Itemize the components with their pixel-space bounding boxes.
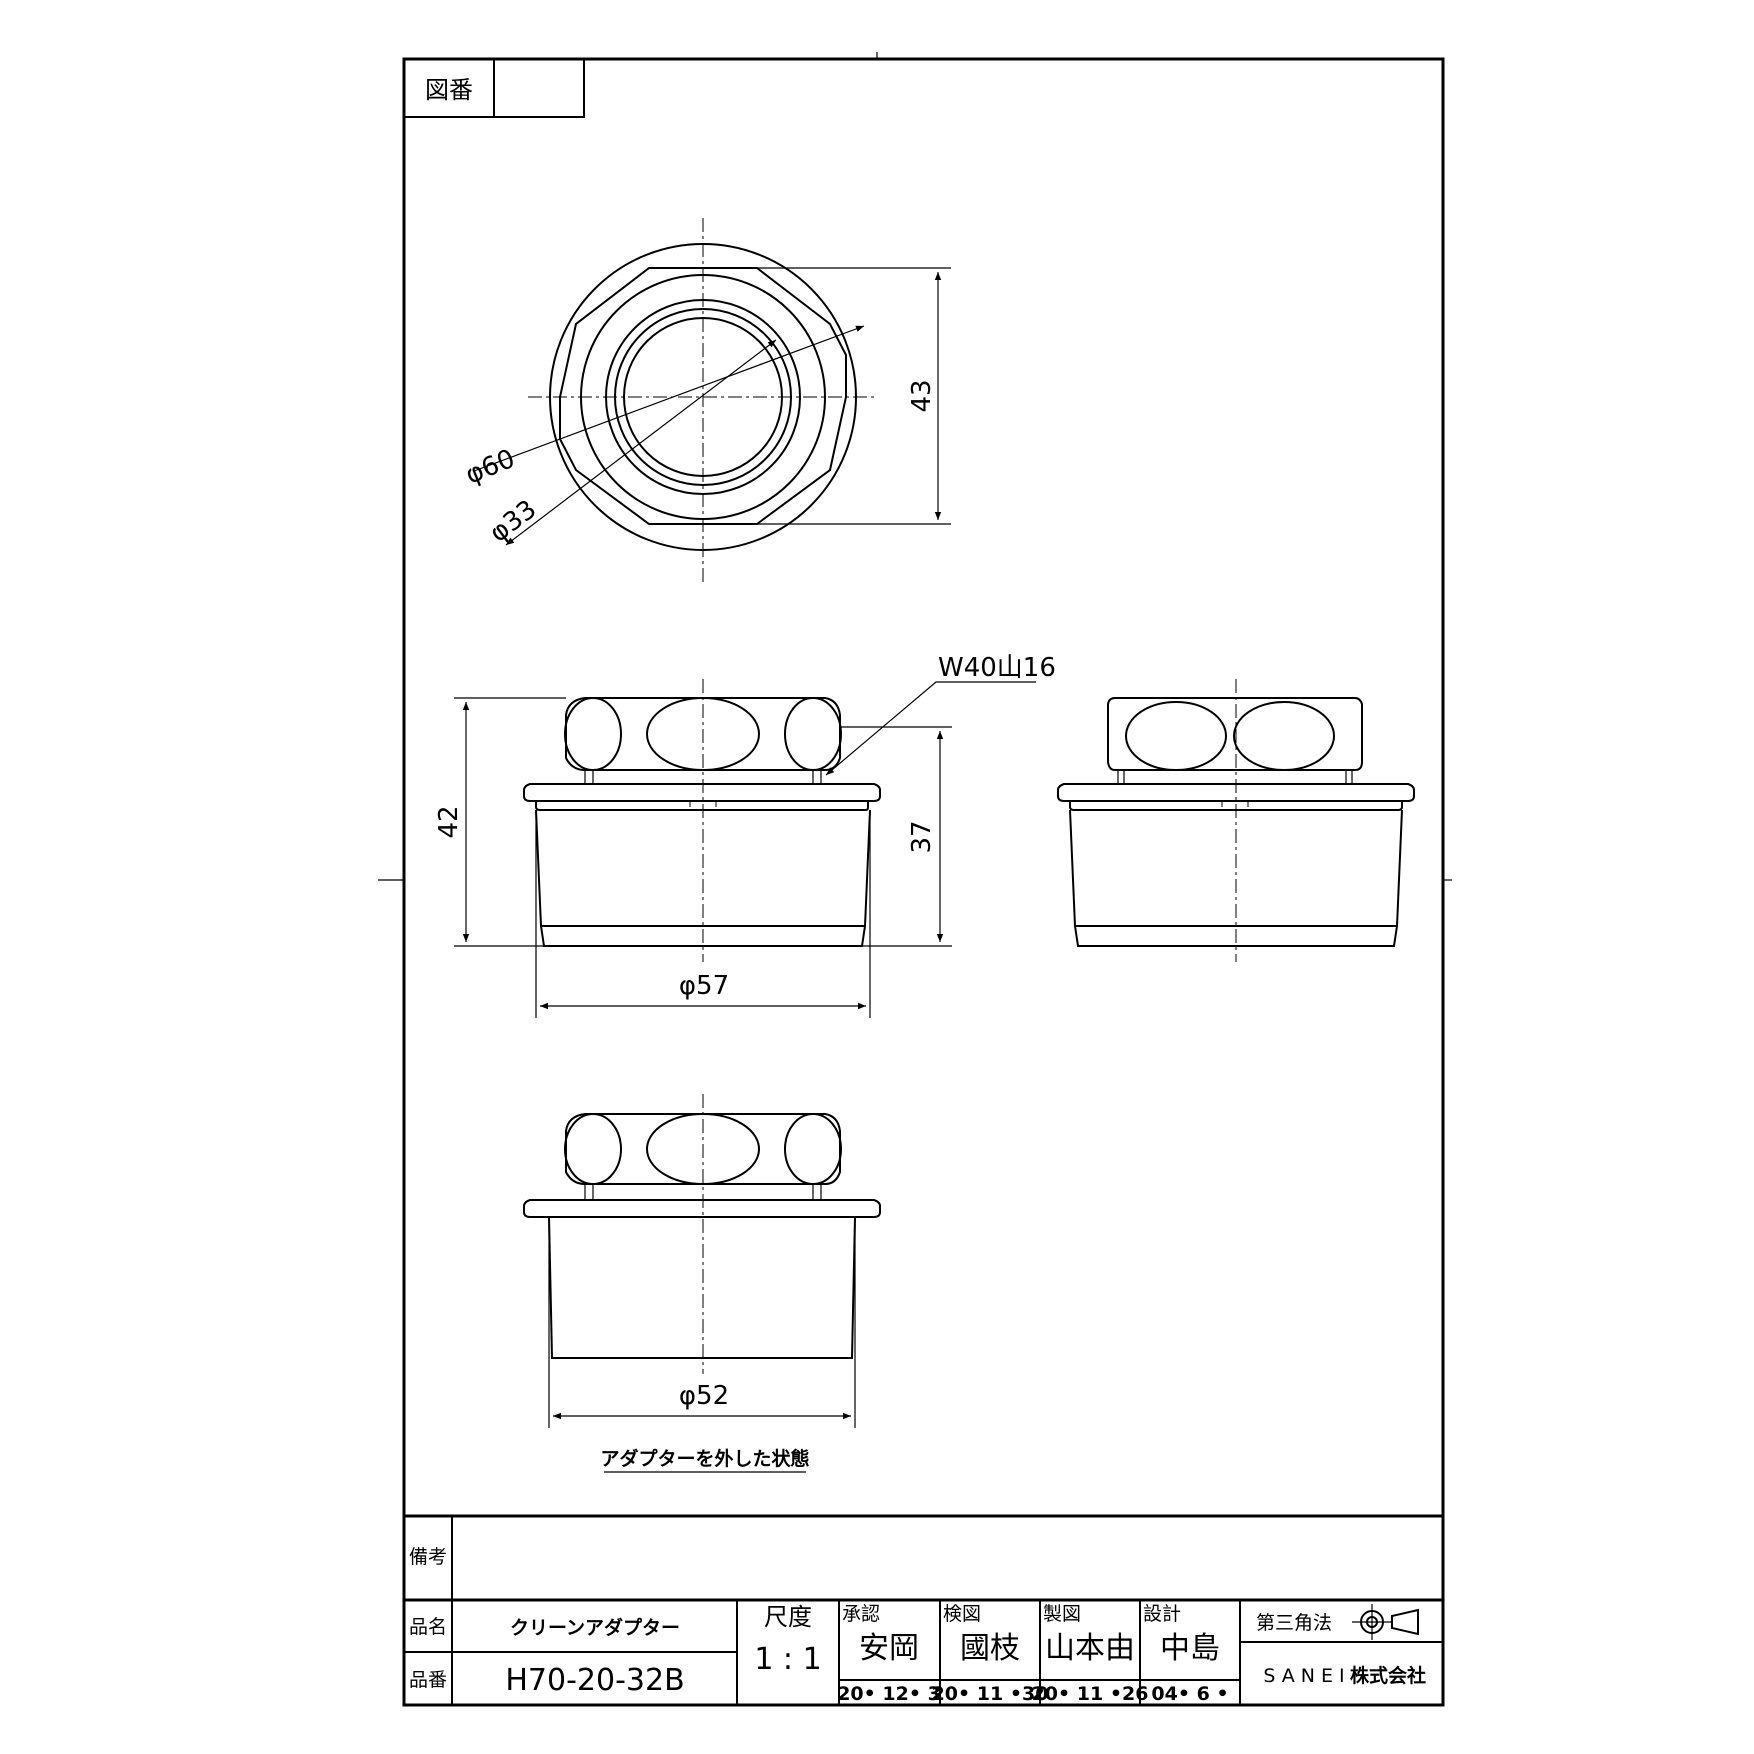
company-name: SANEI — [1263, 1665, 1350, 1687]
design-name: 中島 — [1160, 1631, 1220, 1666]
dim-37-text: 37 — [907, 820, 937, 853]
dim-42-text: 42 — [434, 805, 464, 838]
dim-phi57-text: φ57 — [679, 971, 729, 1001]
front-nut-face-right — [784, 697, 842, 771]
approve-date: 20• 12• 3 — [837, 1683, 941, 1705]
draw-date: 20• 11 •26 — [1032, 1683, 1149, 1705]
dim-phi60-text: φ60 — [461, 444, 519, 491]
part-number: H70-20-32B — [505, 1663, 684, 1698]
remarks-label: 備考 — [409, 1546, 447, 1568]
scale-value: 1 : 1 — [754, 1642, 821, 1677]
name-label: 品名 — [409, 1616, 447, 1638]
adapter-removed-view: φ52 アダプターを外した状態 — [523, 1094, 881, 1473]
approve-name: 安岡 — [859, 1631, 919, 1666]
projection-label: 第三角法 — [1256, 1612, 1332, 1634]
scale-label: 尺度 — [764, 1603, 812, 1631]
dim-phi52-text: φ52 — [679, 1381, 729, 1411]
side-nut-face-left — [1125, 701, 1227, 771]
view-caption: アダプターを外した状態 — [600, 1447, 809, 1470]
side-nut-outline — [1107, 697, 1363, 771]
front-body — [535, 809, 871, 947]
removed-nut-face-right — [784, 1113, 842, 1185]
front-nut-face-left — [564, 697, 622, 771]
drawing-number-box: 図番 — [403, 58, 585, 118]
side-view — [1057, 679, 1415, 962]
dim-phi60-line — [473, 325, 865, 472]
title-block: 備考 品名 クリーンアダプター 品番 H70-20-32B 尺度 1 : 1 承… — [404, 1514, 1443, 1705]
company-suffix: 株式会社 — [1350, 1664, 1426, 1687]
removed-flange — [523, 1199, 881, 1218]
front-nut-outline — [565, 697, 841, 771]
thread-leader — [825, 681, 1036, 776]
removed-body — [548, 1216, 856, 1359]
product-name: クリーンアダプター — [510, 1616, 680, 1639]
design-label: 設計 — [1143, 1603, 1181, 1625]
front-view: 42 37 φ57 W40山16 — [434, 653, 1056, 1018]
removed-nut-outline — [565, 1113, 841, 1185]
side-flange — [1057, 783, 1415, 802]
check-name: 國枝 — [960, 1631, 1020, 1666]
draw-name: 山本由 — [1045, 1631, 1135, 1666]
check-label: 検図 — [943, 1603, 981, 1625]
thread-callout-text: W40山16 — [938, 653, 1056, 683]
design-date: 04• 6 • — [1151, 1683, 1228, 1705]
dim-phi33-text: φ33 — [484, 494, 542, 548]
approve-label: 承認 — [842, 1603, 880, 1625]
drawing-number-label: 図番 — [425, 76, 473, 104]
part-label: 品番 — [409, 1669, 447, 1691]
removed-nut-face-left — [564, 1113, 622, 1185]
side-nut-face-right — [1233, 701, 1335, 771]
dim-43-text: 43 — [907, 379, 937, 412]
side-body — [1069, 809, 1403, 947]
front-flange — [523, 783, 881, 802]
drawing-frame — [402, 57, 1445, 1707]
check-date: 20• 11 •30 — [932, 1683, 1049, 1705]
dim-phi33-line — [505, 339, 777, 546]
draw-label: 製図 — [1043, 1603, 1081, 1625]
third-angle-projection-icon — [1352, 1604, 1419, 1640]
top-view: φ60 φ33 43 — [461, 218, 951, 585]
